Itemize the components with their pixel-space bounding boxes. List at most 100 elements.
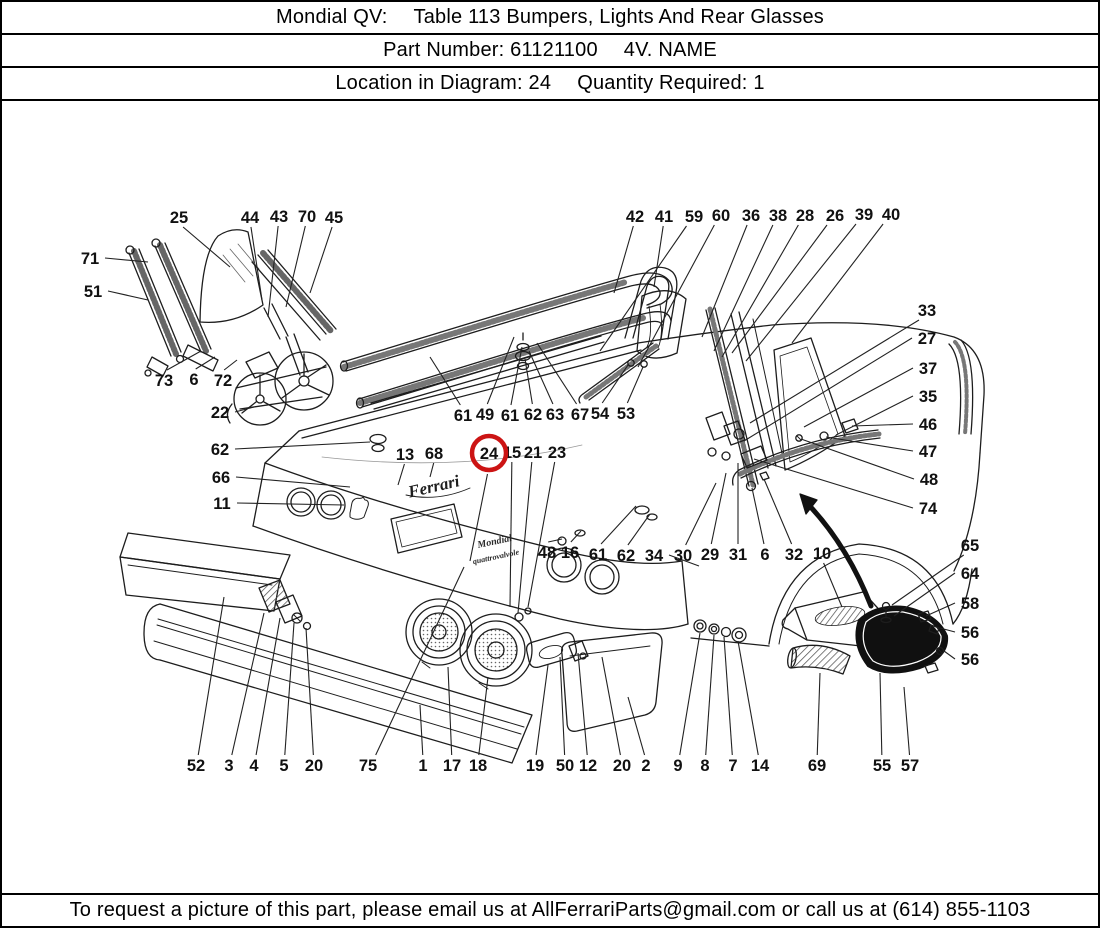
leader-line [195,356,216,370]
leader-line [925,602,956,617]
part-number-label: 49 [476,406,494,424]
leader-line [800,438,915,480]
part-number-label: 72 [214,372,232,390]
part-number-label: 40 [882,206,900,224]
leader-line [753,458,914,509]
leader-line [535,664,549,756]
leader-line [763,478,793,545]
leader-line [599,225,687,352]
leader-line [429,356,461,406]
leader-line [397,463,405,486]
part-number-label: 24 [480,445,499,463]
leader-line [305,627,314,756]
window-regulator-drawing [226,303,334,426]
leader-line [791,223,884,344]
leader-line [182,226,231,268]
leader-line [627,696,646,756]
part-number-label: 51 [84,283,102,301]
leader-line [469,473,489,562]
part-number-label: 61 [454,407,472,425]
leader-line [751,487,765,545]
part-number-label: 18 [469,757,487,775]
part-number-label: 25 [170,209,188,227]
quarter-glass-drawing [199,229,264,324]
part-number-label: 34 [645,547,664,565]
leader-line [234,406,255,413]
trunk-lid-and-tail-panel-drawing [252,342,689,631]
part-number-label: 33 [918,302,936,320]
leader-line [236,502,345,506]
leader-line [527,461,556,608]
part-number-label: 75 [359,757,377,775]
leader-line [816,672,821,756]
leader-line [851,423,914,427]
leader-line [685,482,717,546]
part-number-label: 14 [751,757,770,775]
leader-line [478,676,489,756]
model-decal-line1: Mondial [476,533,514,551]
part-number-label: 74 [919,500,938,518]
leader-line [627,513,651,546]
part-name: 4V. NAME [623,39,717,61]
part-number-label: 9 [673,757,682,775]
leader-line [601,364,629,404]
leader-line [197,596,225,756]
rear-screen-frame-drawing [369,332,605,453]
header-row-title: Mondial QV:Table 113 Bumpers, Lights And… [2,2,1098,35]
leader-line [891,554,965,606]
targa-roof-seal-drawing [339,272,673,409]
leader-line [626,366,644,404]
leader-line [705,634,715,756]
leader-line [447,666,453,756]
part-number-label: 56 [961,624,979,642]
part-number-label: 20 [305,757,323,775]
part-number-label: 52 [187,757,205,775]
leader-line [510,346,523,406]
leader-line [255,617,281,756]
leader-line [637,224,715,368]
part-number-label: 28 [796,207,814,225]
leader-line [903,686,911,756]
leader-line [879,672,883,756]
part-number-label: 73 [155,372,173,390]
part-number-label: 26 [826,207,844,225]
part-number-label: 38 [769,207,787,225]
leader-line [749,319,920,424]
part-number-label: 66 [212,469,230,487]
part-number-label: 16 [561,544,579,562]
part-number-label: 20 [613,757,631,775]
leader-line [267,225,279,318]
part-number-label: 6 [189,371,198,389]
part-number-label: 8 [700,757,709,775]
leader-line [600,505,637,545]
leader-line [803,367,914,428]
leader-line [234,441,371,450]
part-number-label: 5 [279,757,288,775]
leader-line [536,342,578,405]
leader-line [250,226,263,301]
leader-line [613,225,634,294]
part-number-label: 29 [701,546,719,564]
leader-line [943,650,956,660]
part-number-label: 45 [325,209,343,227]
part-number-label: 50 [556,757,574,775]
part-number-label: 31 [729,546,747,564]
part-number-label: 7 [728,757,737,775]
part-number-label: 36 [742,207,760,225]
leader-line [601,656,621,756]
leader-line [668,554,700,567]
leader-line [235,476,351,488]
highlighted-location-circle [469,433,509,473]
part-number-label: 56 [961,651,979,669]
contact-text: To request a picture of this part, pleas… [69,899,1031,921]
leader-line [528,350,554,405]
part-number-label: 6 [760,546,769,564]
leader-lines-layer [104,223,965,756]
part-number-label: 55 [873,757,891,775]
part-number-label: 23 [548,444,566,462]
leader-line [570,530,582,543]
part-number-label: 61 [501,407,519,425]
